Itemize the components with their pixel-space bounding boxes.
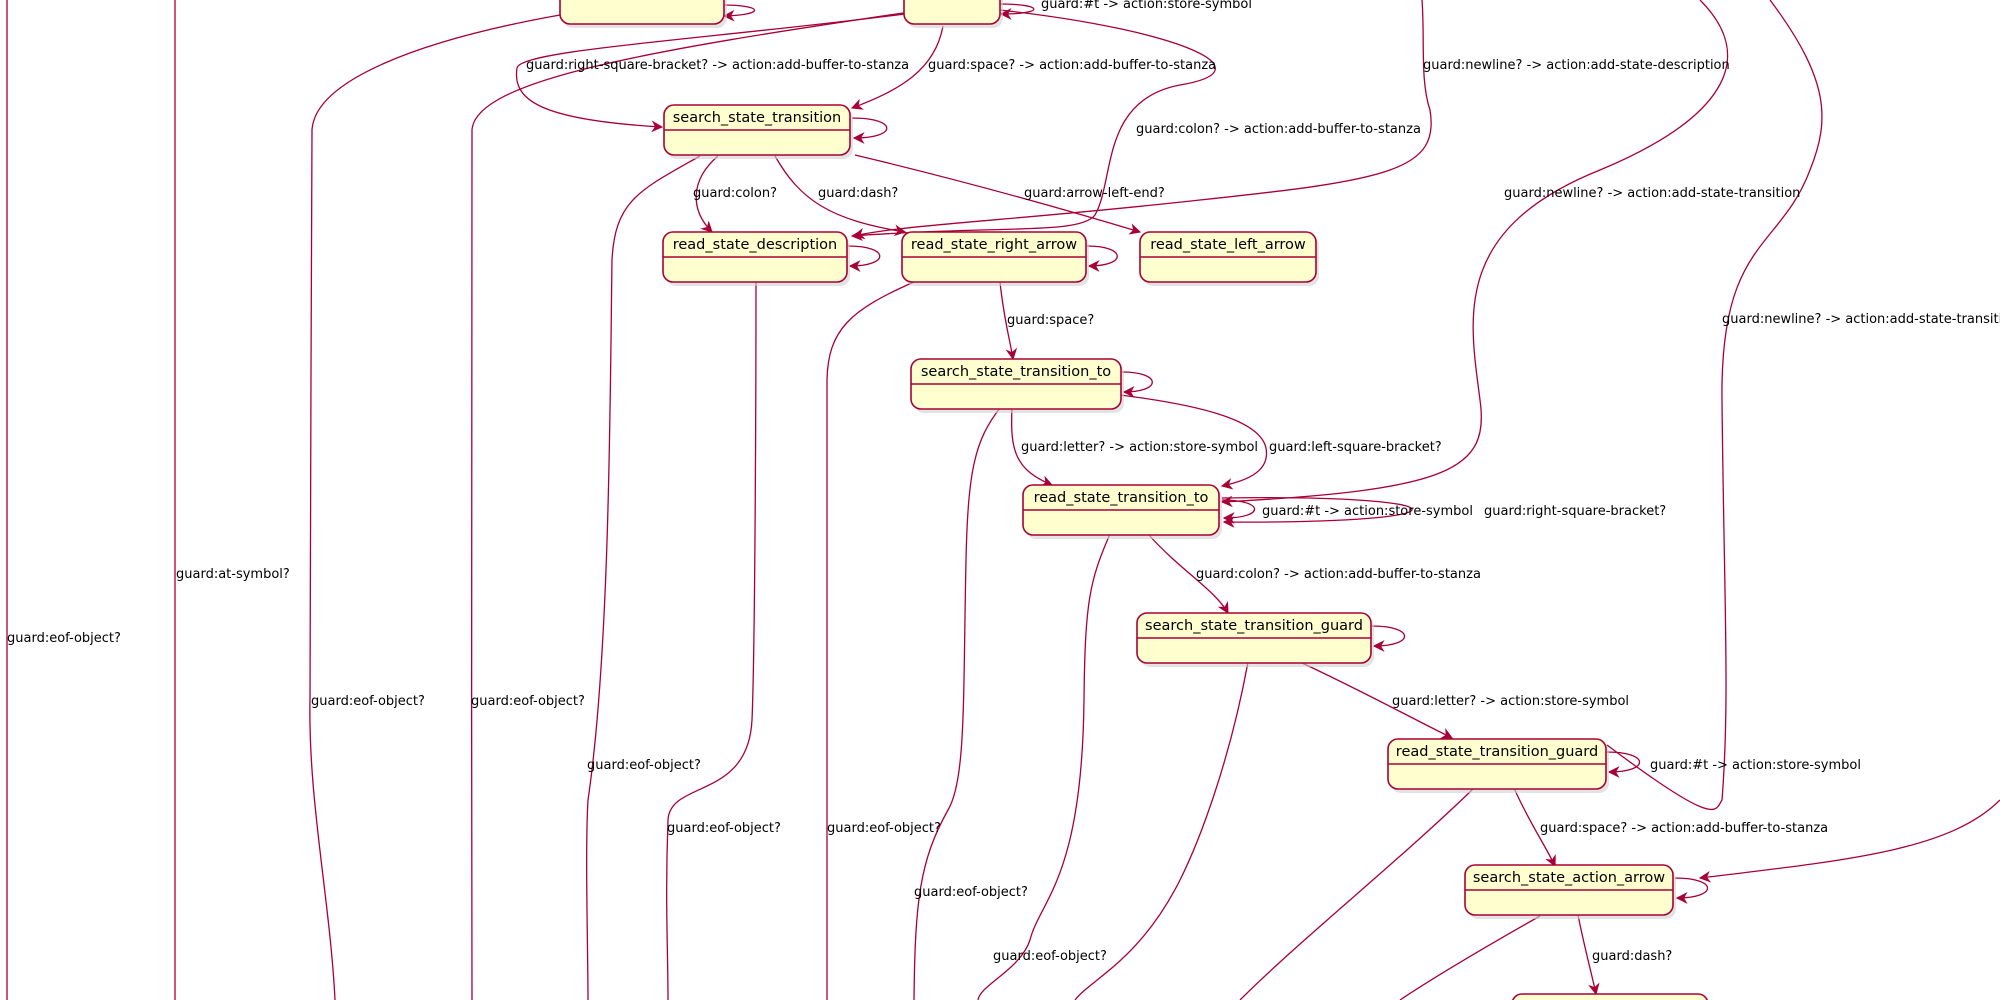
edge-label: guard:#t -> action:store-symbol [1041, 0, 1252, 12]
edge-label: guard:space? [1007, 313, 1094, 328]
edge-self-rsd [847, 245, 881, 272]
edge-eof-2 [470, 11, 911, 1000]
edge-label: guard:eof-object? [993, 949, 1107, 964]
edge-self-top-mid [998, 3, 1035, 20]
edge-label: guard:colon? -> action:add-buffer-to-sta… [1196, 567, 1481, 582]
edge-eof-6 [913, 407, 1001, 1000]
edge-eof-4 [666, 280, 757, 1000]
edge-label: guard:at-symbol? [176, 567, 290, 582]
edge-newline-transition-2 [1606, 0, 1823, 810]
state-node-search-state-transition-to: search_state_transition_to [910, 358, 1124, 413]
edge-label: guard:letter? -> action:store-symbol [1021, 440, 1258, 455]
edge-label: guard:newline? -> action:add-state-descr… [1423, 58, 1730, 73]
edge-ssaa-down [1399, 915, 1541, 1000]
edge-label: guard:dash? [818, 186, 898, 201]
edge-label: guard:eof-object? [587, 758, 701, 773]
state-title: read_state_description [673, 237, 838, 253]
edge-eof-5 [826, 281, 915, 1000]
edge-label: guard:#t -> action:store-symbol [1262, 504, 1473, 519]
edge-space [999, 281, 1018, 361]
edge-label: guard:arrow-left-end? [1024, 186, 1165, 201]
edge-lsb [1119, 394, 1268, 490]
edges [6, 0, 2000, 1000]
edge-label: guard:eof-object? [471, 694, 585, 709]
edge-rstg-down [1239, 787, 1475, 1000]
edge-arrow-left-end [854, 154, 1142, 235]
state-node-search-state-action-arrow: search_state_action_arrow [1464, 864, 1676, 919]
state-title: read_state_right_arrow [911, 237, 1077, 253]
edge-label: guard:left-square-bracket? [1269, 440, 1442, 455]
edge-self-rstt-1 [1221, 499, 1255, 524]
state-title: read_state_transition_guard [1396, 744, 1598, 760]
edge-label: guard:eof-object? [311, 694, 425, 709]
state-node-read-state-right-arrow: read_state_right_arrow [901, 231, 1089, 286]
edge-colon-add-buffer-top [850, 9, 1216, 242]
edge-label: guard:colon? -> action:add-buffer-to-sta… [1136, 122, 1421, 137]
state-title: search_state_transition_to [921, 364, 1111, 380]
edge-letter-store-guard [1299, 661, 1454, 739]
edge-eof-8 [1074, 661, 1249, 1000]
state-node-read-state-left-arrow: read_state_left_arrow [1139, 231, 1319, 286]
edge-newline-desc [852, 0, 1432, 240]
edge-label: guard:space? -> action:add-buffer-to-sta… [1540, 821, 1828, 836]
state-node-read-state-transition-to: read_state_transition_to [1022, 484, 1222, 539]
edge-label: guard:eof-object? [914, 885, 1028, 900]
edge-eof-3 [586, 155, 701, 1000]
edge-colon [695, 155, 719, 233]
edge-dash-2 [1577, 914, 1600, 996]
edge-label: guard:dash? [1592, 949, 1672, 964]
edge-eof-7 [977, 533, 1111, 1000]
edge-self-rsra [1086, 245, 1118, 272]
edge-label: guard:newline? -> action:add-state-trans… [1722, 312, 2000, 327]
edge-label: guard:space? -> action:add-buffer-to-sta… [928, 58, 1216, 73]
edge-label: guard:right-square-bracket? [1484, 504, 1666, 519]
edge-self-rstt-2 [1221, 497, 1413, 528]
edge-label: guard:eof-object? [667, 821, 781, 836]
nodes: search_state_transition read_state_descr… [559, 0, 1709, 1000]
edge-self-sst [851, 117, 888, 144]
edge-self-sstt [1121, 371, 1153, 398]
state-title: search_state_action_arrow [1473, 870, 1665, 886]
edge-self-rstg [1606, 751, 1640, 778]
edge-self-sstg [1371, 625, 1405, 652]
state-title: read_state_transition_to [1034, 490, 1209, 506]
edge-newline-transition-1 [1220, 0, 1729, 508]
state-node-search-state-transition: search_state_transition [663, 104, 853, 159]
edge-labels: guard:#t -> action:store-symbol guard:ri… [7, 0, 2000, 964]
state-node-read-state-transition-guard: read_state_transition_guard [1387, 738, 1609, 793]
state-node-read-state-description: read_state_description [662, 231, 850, 286]
edge-letter-store [1010, 407, 1054, 487]
state-node [903, 0, 1003, 28]
edge-space-add-buffer [850, 25, 944, 110]
edge-dash-1 [774, 155, 907, 237]
edge-label: guard:letter? -> action:store-symbol [1392, 694, 1629, 709]
edge-label: guard:eof-object? [827, 821, 941, 836]
edge-label: guard:eof-object? [7, 631, 121, 646]
state-title: search_state_transition [673, 110, 841, 126]
edge-space-add-buffer-guard [1513, 787, 1556, 868]
edge-self-ssaa [1674, 877, 1708, 904]
edge-label: guard:#t -> action:store-symbol [1650, 758, 1861, 773]
edge-self-top-left [721, 4, 756, 22]
edge-eof-1 [309, 14, 561, 1000]
state-title: read_state_left_arrow [1150, 237, 1306, 253]
state-node [559, 0, 727, 28]
edge-label: guard:colon? [693, 186, 777, 201]
edge-label: guard:newline? -> action:add-state-trans… [1504, 186, 1800, 201]
state-node-search-state-transition-guard: search_state_transition_guard [1136, 612, 1374, 667]
edge-right-into-ssaa [1698, 799, 2000, 883]
state-title: search_state_transition_guard [1145, 618, 1363, 634]
edge-rsb-add-buffer [515, 13, 906, 133]
edge-colon-add-buffer [1147, 533, 1229, 615]
edge-label: guard:right-square-bracket? -> action:ad… [526, 58, 909, 73]
state-node [1511, 993, 1709, 1000]
